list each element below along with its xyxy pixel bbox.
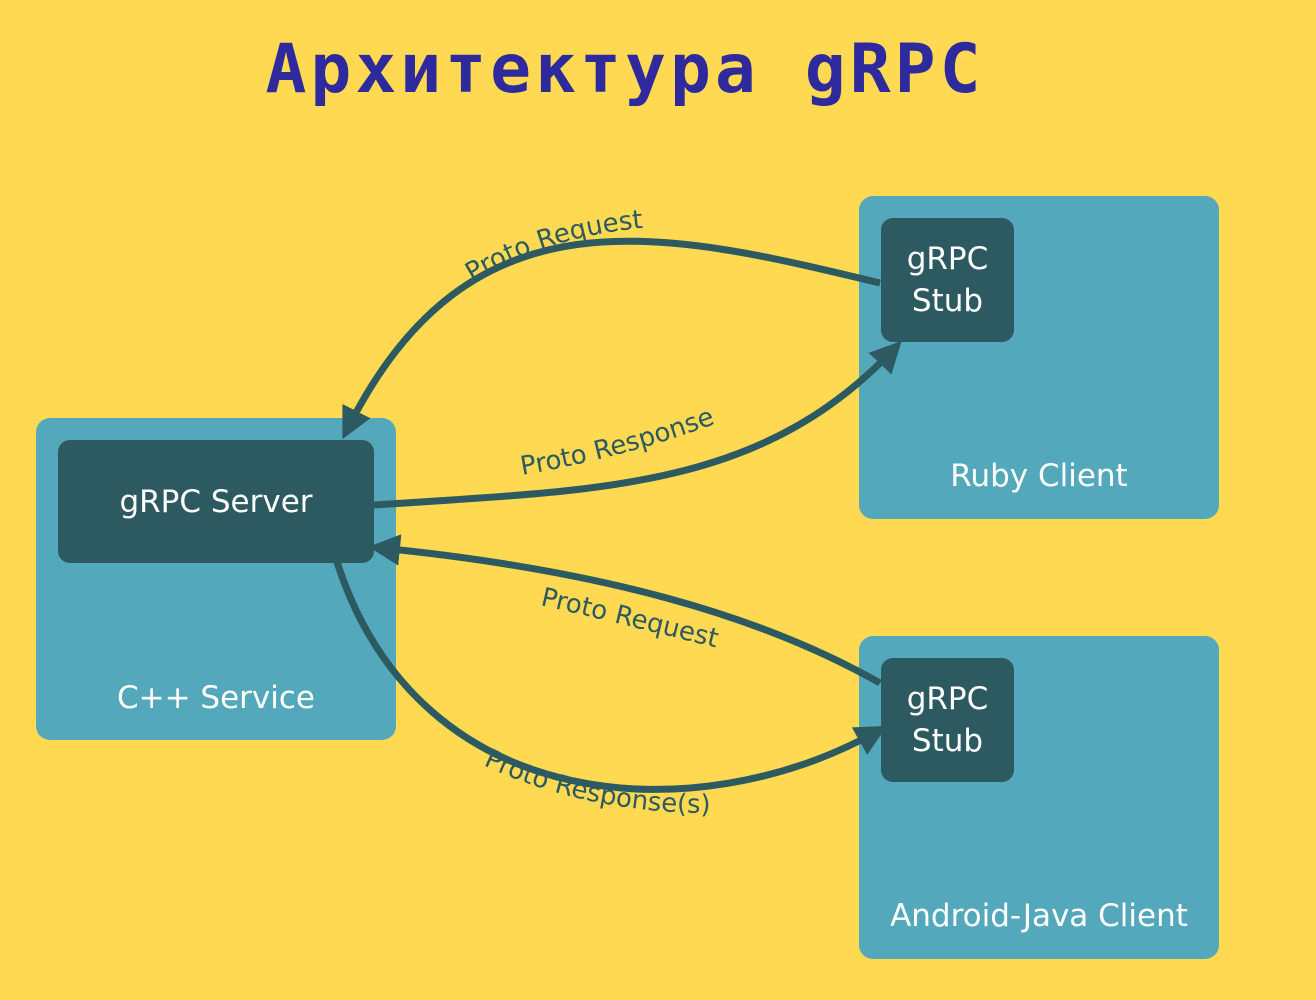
android-request-label: Proto Request <box>538 583 721 655</box>
grpc-server-label: gRPC Server <box>119 483 313 520</box>
ruby-request-label: Proto Request <box>460 205 644 288</box>
ruby-request-arrow <box>342 237 881 440</box>
android-stub-line1: gRPC <box>906 681 989 717</box>
android-client-panel[interactable]: gRPC Stub Android-Java Client <box>859 636 1219 959</box>
android-request-arrow <box>368 534 882 687</box>
ruby-client-panel[interactable]: gRPC Stub Ruby Client <box>859 196 1219 519</box>
ruby-client-label: Ruby Client <box>950 458 1128 494</box>
android-client-label: Android-Java Client <box>890 898 1188 934</box>
page-title: Архитектура gRPC <box>265 30 985 109</box>
grpc-server-node[interactable]: gRPC Server <box>58 440 374 563</box>
android-response-arrow <box>333 560 888 793</box>
cpp-service-panel[interactable]: gRPC Server C++ Service <box>36 418 396 740</box>
ruby-stub-line1: gRPC <box>906 241 989 277</box>
ruby-stub-line2: Stub <box>911 283 984 319</box>
cpp-service-label: C++ Service <box>116 680 316 716</box>
ruby-response-arrow <box>373 340 902 509</box>
ruby-grpc-stub-node[interactable]: gRPC Stub <box>881 218 1014 342</box>
android-stub-line2: Stub <box>911 723 984 759</box>
android-response-label: Proto Response(s) <box>480 744 711 820</box>
android-grpc-stub-node[interactable]: gRPC Stub <box>881 658 1014 782</box>
